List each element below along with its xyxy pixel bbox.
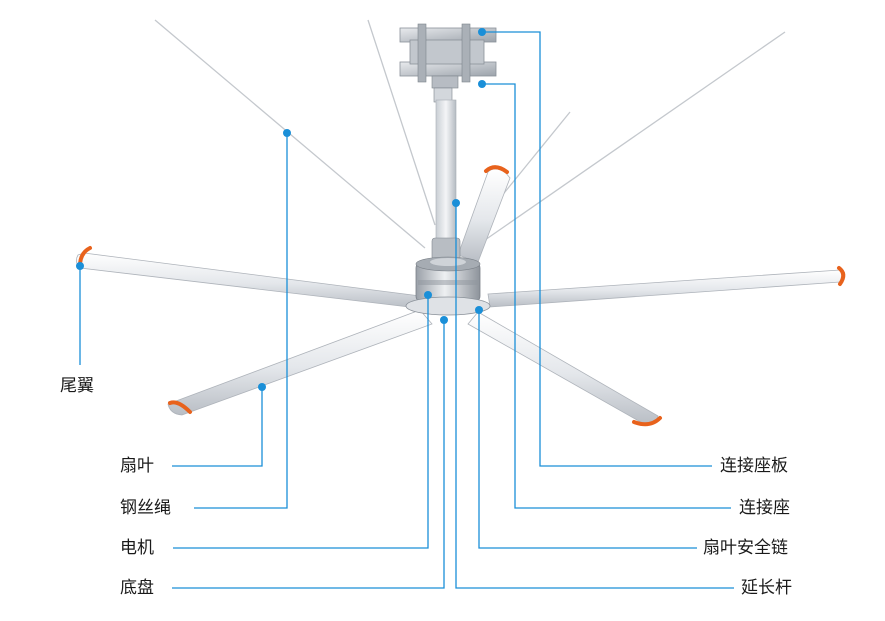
leader-dots: [76, 28, 486, 391]
mount-bracket: [399, 23, 497, 103]
leader-lines: [79, 31, 734, 589]
label-extension-rod: 延长杆: [741, 578, 792, 598]
label-tail-wing: 尾翼: [60, 376, 94, 396]
label-wire-rope: 钢丝绳: [120, 498, 171, 518]
blade-left: [76, 246, 421, 309]
label-base-plate: 底盘: [120, 578, 154, 598]
label-motor: 电机: [120, 538, 154, 558]
motor-shape: [415, 256, 481, 303]
rod-shape: [435, 99, 457, 249]
blade-lower-right: [467, 311, 662, 427]
blade-right: [487, 266, 846, 308]
blade-lower-left: [167, 309, 433, 416]
blade-back: [457, 165, 511, 263]
label-blade: 扇叶: [120, 456, 154, 476]
label-safety-chain: 扇叶安全链: [703, 538, 788, 558]
label-mount-plate: 连接座板: [720, 456, 788, 476]
base-plate-shape: [405, 296, 491, 316]
label-mount-seat: 连接座: [739, 498, 790, 518]
